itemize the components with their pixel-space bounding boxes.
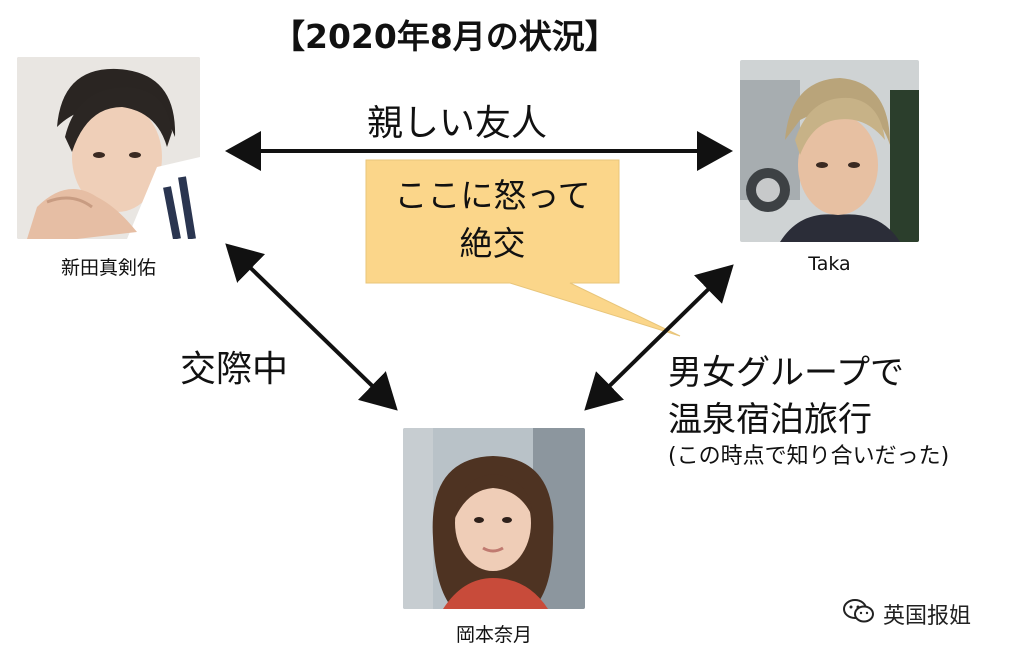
name-top-right: Taka: [808, 253, 851, 275]
arrow-right: [584, 264, 734, 411]
photo-top-left: [17, 57, 200, 239]
relation-label-top: 親しい友人: [367, 103, 548, 144]
photo-bottom: [403, 428, 585, 609]
watermark: 英国报姐: [843, 598, 971, 630]
name-bottom: 岡本奈月: [455, 624, 532, 646]
wechat-icon: [843, 598, 875, 630]
diagram-title: 【2020年8月の状況】: [272, 17, 618, 56]
callout-line-2: 絶交: [459, 224, 526, 263]
photo-top-right: [740, 60, 919, 242]
name-top-left: 新田真剣佑: [60, 257, 156, 279]
relation-label-left: 交際中: [180, 349, 289, 390]
callout-line-1: ここに怒って: [394, 176, 591, 215]
watermark-text: 英国报姐: [883, 604, 972, 629]
relation-label-right-2: 温泉宿泊旅行: [668, 400, 872, 440]
relation-note-right: (この時点で知り合いだった): [668, 444, 950, 469]
callout-text: ここに怒って 絶交: [366, 172, 619, 268]
arrow-left: [225, 243, 398, 411]
relation-label-right-1: 男女グループで: [668, 353, 904, 393]
